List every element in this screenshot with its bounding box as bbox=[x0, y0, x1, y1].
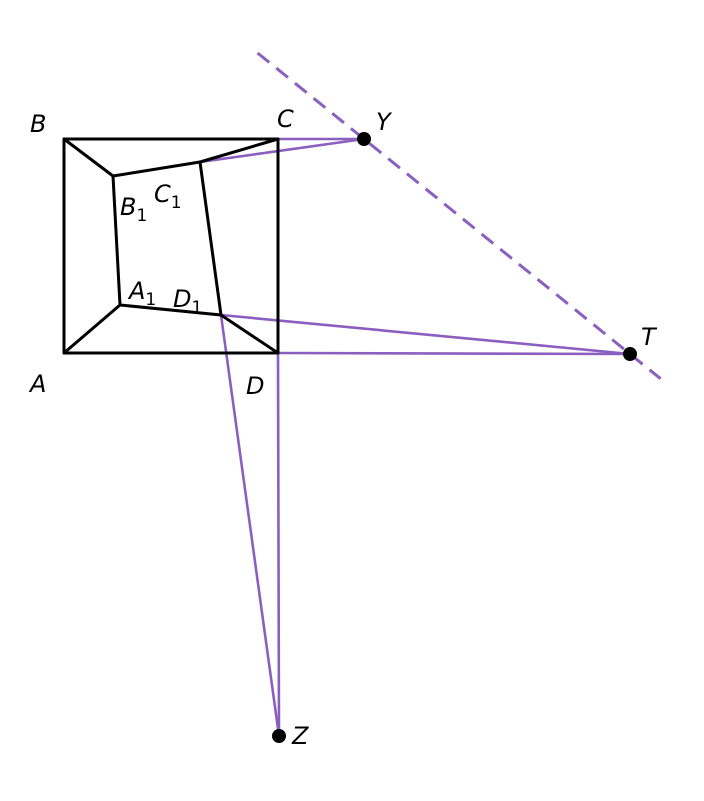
label-C1-subscript: 1 bbox=[171, 193, 182, 213]
edge-C-C1 bbox=[198, 137, 280, 164]
edge-B-B1 bbox=[62, 137, 115, 178]
label-C: C bbox=[277, 105, 294, 133]
outer-square-ABCD bbox=[62, 137, 280, 355]
label-B: B bbox=[30, 110, 46, 138]
construction-line-D-Z bbox=[276, 351, 281, 738]
label-B1-subscript: 1 bbox=[136, 206, 147, 226]
point-Z-marker bbox=[272, 729, 286, 743]
label-Y: Y bbox=[376, 108, 393, 136]
point-Y-marker bbox=[357, 132, 371, 146]
label-T: T bbox=[641, 323, 658, 351]
dashed-line-Y-T bbox=[256, 51, 662, 380]
construction-line-D1-Z bbox=[219, 313, 281, 738]
marker-layer bbox=[272, 132, 637, 743]
construction-line-D1-T bbox=[219, 313, 632, 356]
label-D1-subscript: 1 bbox=[191, 298, 202, 318]
label-C1: C1 bbox=[154, 180, 182, 213]
label-A: A bbox=[28, 370, 46, 398]
construction-line-C1-Y bbox=[198, 137, 366, 164]
edge-A-A1 bbox=[62, 303, 122, 355]
label-B1: B1 bbox=[120, 193, 147, 226]
point-T-marker bbox=[623, 347, 637, 361]
construction-layer bbox=[198, 51, 662, 738]
label-A1-subscript: 1 bbox=[145, 290, 156, 310]
edge-D-D1 bbox=[219, 313, 280, 355]
construction-line-D-T bbox=[276, 351, 632, 356]
label-Z: Z bbox=[291, 722, 309, 750]
label-D: D bbox=[246, 372, 264, 400]
figure-layer bbox=[62, 137, 280, 355]
